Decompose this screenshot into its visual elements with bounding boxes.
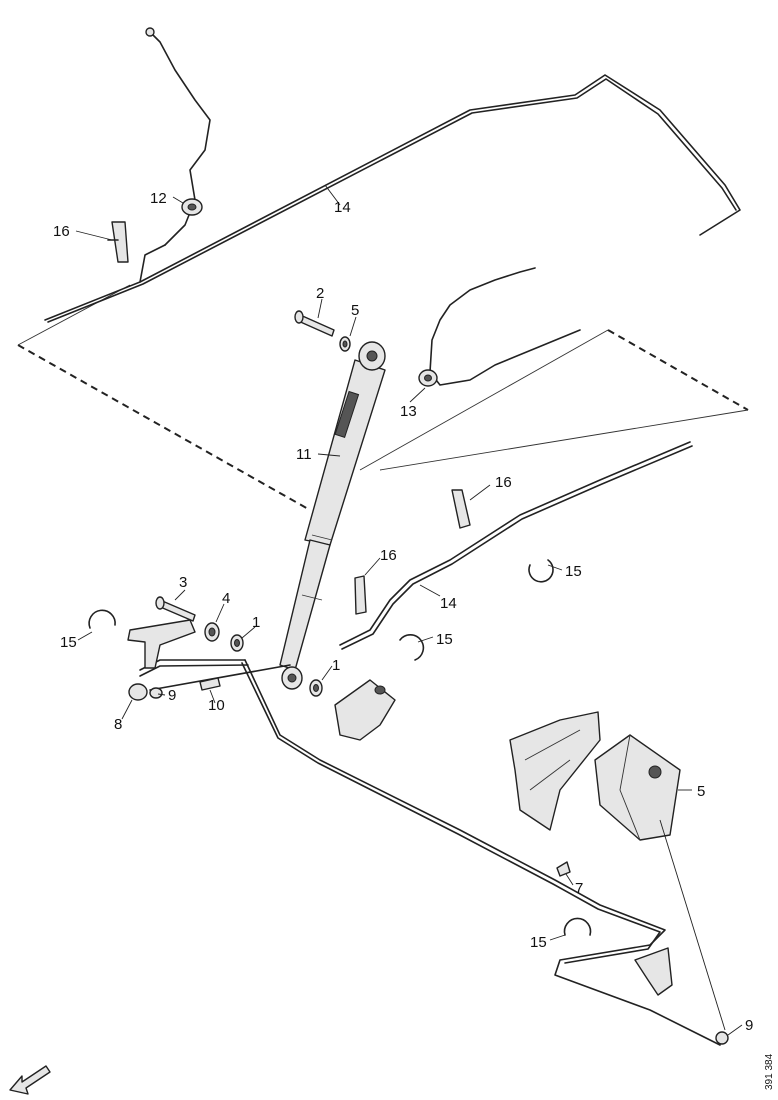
lock-actuator-5 <box>594 734 681 841</box>
bolt-2 <box>294 310 335 337</box>
callout-8: 8 <box>114 716 122 733</box>
callout-11: 11 <box>296 446 312 463</box>
callout-2: 2 <box>316 285 324 302</box>
cable-end-9-upper <box>149 687 163 699</box>
callout-5: 5 <box>351 302 359 319</box>
callout-15: 15 <box>565 563 582 580</box>
cable-12 <box>145 27 211 246</box>
callout-14: 14 <box>334 199 351 216</box>
reference-plane <box>17 284 749 511</box>
callout-1: 1 <box>332 657 340 674</box>
leader-lines <box>75 184 743 1036</box>
callout-4: 4 <box>222 590 230 607</box>
hinge-bracket-right <box>334 679 396 741</box>
callout-10: 10 <box>208 697 225 714</box>
bushing-1-right <box>309 679 323 697</box>
clip-15-left <box>88 609 116 629</box>
callout-15: 15 <box>530 934 547 951</box>
callout-9: 9 <box>745 1017 753 1034</box>
callout-13: 13 <box>400 403 417 420</box>
callout-15: 15 <box>60 634 77 651</box>
lower-bracket <box>634 947 673 996</box>
clip-7 <box>556 861 571 877</box>
callout-9: 9 <box>168 687 176 704</box>
callout-14: 14 <box>440 595 457 612</box>
bracket-16-upper <box>107 221 129 263</box>
hinge-bracket-left <box>127 619 196 669</box>
washer-4 <box>204 622 220 642</box>
callout-16: 16 <box>495 474 512 491</box>
pin-10 <box>199 677 221 691</box>
gas-strut-11 <box>279 341 386 690</box>
callout-1: 1 <box>252 614 260 631</box>
callout-16: 16 <box>380 547 397 564</box>
bolt-3 <box>155 596 196 622</box>
clip-15-right <box>528 559 554 583</box>
callout-16: 16 <box>53 223 70 240</box>
bushing-1-left <box>230 634 244 652</box>
clip-15-middle <box>399 634 425 661</box>
bracket-16-middle <box>354 489 471 615</box>
cable-13 <box>418 267 581 387</box>
cable-end-9-lower <box>715 1031 729 1045</box>
figure-code: 391 384 <box>764 1053 775 1090</box>
lock-bracket <box>509 711 601 831</box>
callout-15: 15 <box>436 631 453 648</box>
callout-12: 12 <box>150 190 167 207</box>
callout-7: 7 <box>575 880 583 897</box>
callout-5: 5 <box>697 783 705 800</box>
clip-15-lower <box>563 917 592 936</box>
upper-cable <box>44 74 741 323</box>
cable-end-8 <box>128 683 148 701</box>
direction-arrow-icon <box>9 1065 51 1095</box>
callout-labels: 12 16 14 2 5 13 11 16 15 16 3 4 1 14 15 … <box>53 190 753 1034</box>
washer-5 <box>339 336 351 352</box>
callout-3: 3 <box>179 574 187 591</box>
